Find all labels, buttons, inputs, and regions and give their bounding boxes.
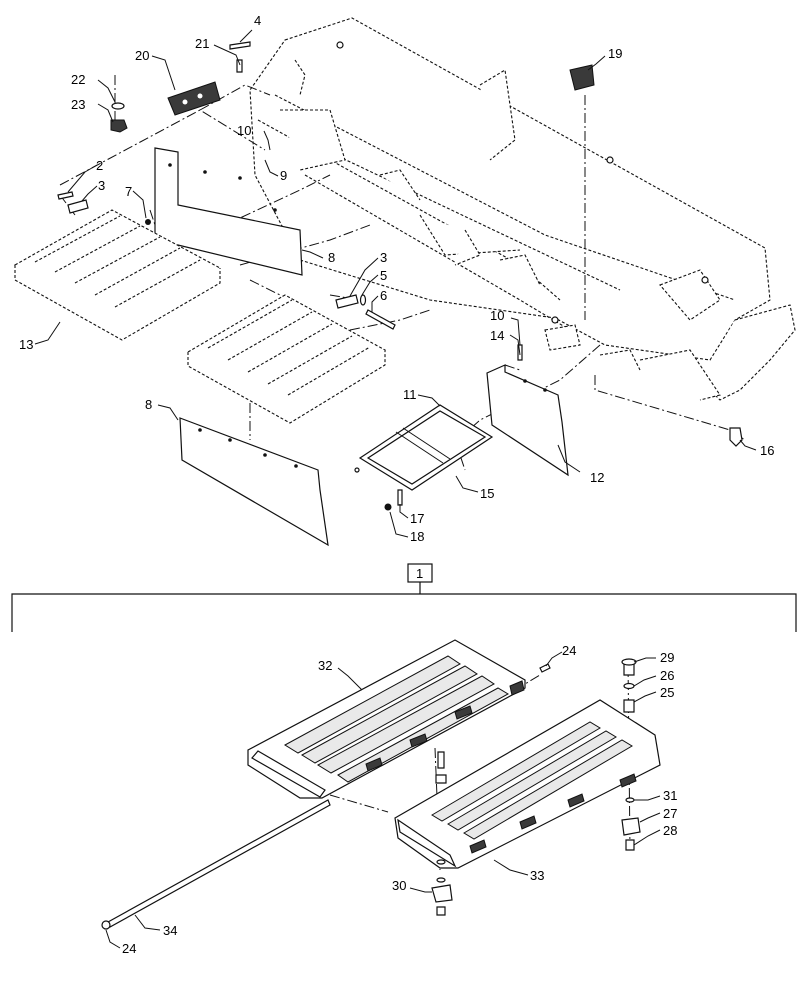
callout-3-mid: 3 (380, 250, 387, 265)
callout-11: 11 (403, 387, 417, 402)
washer-part-22 (111, 102, 125, 110)
bolt-part-29 (621, 658, 637, 676)
callout-17: 17 (410, 511, 424, 526)
callout-1: 1 (416, 566, 423, 581)
callout-19: 19 (608, 46, 622, 61)
nut-part-23 (110, 119, 128, 133)
washer-part-26 (623, 682, 635, 690)
callout-7: 7 (125, 184, 132, 199)
callout-10-upper: 10 (237, 123, 251, 138)
washer-part-31 (625, 797, 635, 803)
callout-30: 30 (392, 878, 406, 893)
bolt-part-17 (397, 489, 403, 506)
callout-25: 25 (660, 685, 674, 700)
callout-29: 29 (660, 650, 674, 665)
mat-part-13-right (186, 294, 387, 424)
callout-15: 15 (480, 486, 494, 501)
callout-13: 13 (19, 337, 33, 352)
step-part-33 (394, 699, 661, 869)
pin-part-24-right (539, 663, 551, 673)
callout-18: 18 (410, 529, 424, 544)
leader-lines (34, 29, 757, 949)
callout-3-left: 3 (98, 178, 105, 193)
fastener-stack-center (435, 751, 447, 883)
bushing-part-25 (623, 699, 635, 713)
bolt-part-16 (729, 427, 743, 447)
main-frame (249, 17, 796, 401)
panel-part-12 (486, 364, 569, 477)
bolt-part-28 (625, 839, 635, 851)
fastener-part-7 (145, 219, 151, 225)
callout-21: 21 (195, 36, 209, 51)
callout-23: 23 (71, 97, 85, 112)
callout-31: 31 (663, 788, 677, 803)
spacer-part-3-left (67, 199, 89, 214)
clip-part-27 (621, 817, 641, 836)
callout-22: 22 (71, 72, 85, 87)
callout-6: 6 (380, 288, 387, 303)
callout-26: 26 (660, 668, 674, 683)
callout-24-right: 24 (562, 643, 576, 658)
callout-28: 28 (663, 823, 677, 838)
callout-27: 27 (663, 806, 677, 821)
panel-part-8 (179, 417, 329, 547)
callout-10-lower: 10 (490, 308, 504, 323)
washer-part-5 (359, 294, 367, 306)
bracket-part-20 (167, 81, 221, 116)
clip-part-30 (431, 884, 453, 916)
rod-part-34 (107, 799, 331, 928)
bolt-part-6 (365, 309, 396, 330)
step-part-32 (247, 639, 526, 799)
pin-part-24-left (101, 920, 111, 930)
frame-part-11 (354, 404, 494, 491)
callout-34: 34 (163, 923, 177, 938)
callout-labels: 1 2 3 3 4 5 6 7 8 8 9 10 10 11 12 13 14 … (19, 13, 774, 956)
spacer-part-3-mid (335, 294, 359, 309)
callout-24-left: 24 (122, 941, 136, 956)
bolt-part-4 (229, 41, 251, 73)
callout-32: 32 (318, 658, 332, 673)
mat-part-13-left (13, 209, 222, 341)
kit-bracket (11, 563, 797, 632)
callout-12: 12 (590, 470, 604, 485)
callout-16: 16 (760, 443, 774, 458)
callout-8-lower: 8 (145, 397, 152, 412)
bracket-part-19 (569, 64, 595, 91)
nut-part-18 (384, 503, 392, 511)
callout-5: 5 (380, 268, 387, 283)
callout-8-upper: 8 (328, 250, 335, 265)
pin-part-2 (57, 191, 74, 200)
callout-14: 14 (490, 328, 504, 343)
callout-20: 20 (135, 48, 149, 63)
callout-33: 33 (530, 868, 544, 883)
callout-9: 9 (280, 168, 287, 183)
callout-4: 4 (254, 13, 261, 28)
callout-2: 2 (96, 158, 103, 173)
